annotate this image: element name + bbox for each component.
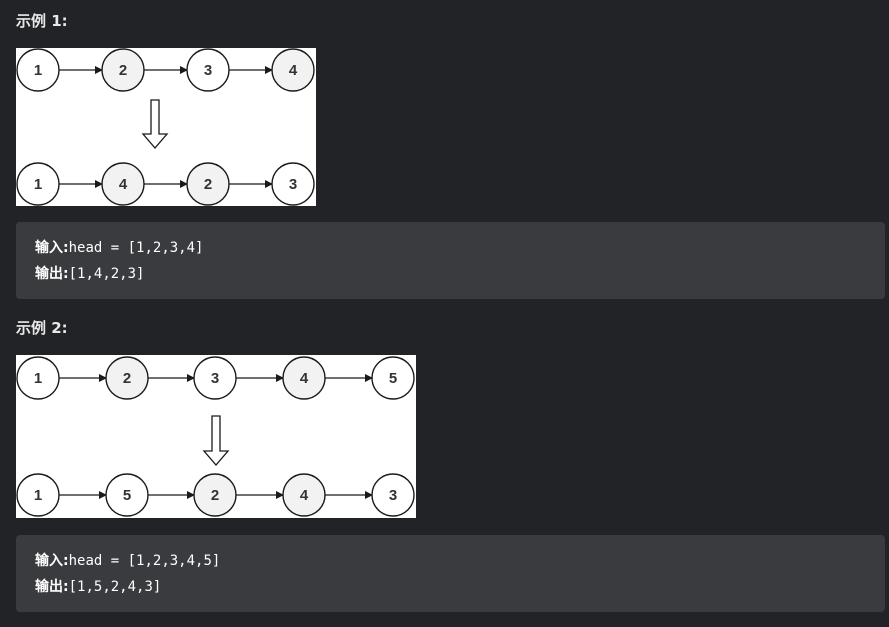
node-value: 2 xyxy=(119,62,127,79)
node-circle xyxy=(101,48,145,92)
node-circle xyxy=(101,162,145,206)
example-1-bottom-node-2: 4 xyxy=(101,162,145,206)
example-1-output-line: 输出:[1,4,2,3] xyxy=(35,261,885,287)
node-circle xyxy=(186,48,230,92)
example-2-bottom-node-1: 1 xyxy=(16,473,60,517)
example-2-diagram: 1 2 3 4 5 1 5 2 4 3 xyxy=(16,355,416,518)
node-circle xyxy=(282,473,326,517)
node-circle xyxy=(16,162,60,206)
example-1-bottom-node-3: 2 xyxy=(186,162,230,206)
example-2-output-line: 输出:[1,5,2,4,3] xyxy=(35,574,885,600)
example-2-top-node-5: 5 xyxy=(371,356,415,400)
example-1-svg: 1 2 3 4 1 4 2 3 xyxy=(16,48,315,206)
input-label: 输入: xyxy=(35,240,69,256)
node-circle xyxy=(271,48,315,92)
node-value: 5 xyxy=(389,370,397,387)
node-circle xyxy=(186,162,230,206)
node-circle xyxy=(193,473,237,517)
output-label: 输出: xyxy=(35,266,69,282)
node-circle xyxy=(16,473,60,517)
node-value: 1 xyxy=(34,487,42,504)
example-2-code-block: 输入:head = [1,2,3,4,5] 输出:[1,5,2,4,3] xyxy=(16,535,885,612)
example-2-top-node-4: 4 xyxy=(282,356,326,400)
example-2-top-node-3: 3 xyxy=(193,356,237,400)
example-2-top-node-1: 1 xyxy=(16,356,60,400)
example-2-input-line: 输入:head = [1,2,3,4,5] xyxy=(35,548,885,574)
example-1-bottom-node-4: 3 xyxy=(271,162,315,206)
example-2-title: 示例 2: xyxy=(16,319,68,337)
example-1-title: 示例 1: xyxy=(16,12,68,30)
node-circle xyxy=(193,356,237,400)
input-label: 输入: xyxy=(35,553,69,569)
node-value: 4 xyxy=(289,62,298,79)
example-1-diagram: 1 2 3 4 1 4 2 3 xyxy=(16,48,316,206)
node-value: 3 xyxy=(204,62,212,79)
node-circle xyxy=(16,48,60,92)
example-1-bottom-node-1: 1 xyxy=(16,162,60,206)
node-circle xyxy=(371,356,415,400)
example-2-bottom-node-5: 3 xyxy=(371,473,415,517)
node-value: 1 xyxy=(34,370,42,387)
example-2-bottom-node-3: 2 xyxy=(193,473,237,517)
node-value: 3 xyxy=(211,370,219,387)
node-value: 4 xyxy=(300,487,309,504)
node-value: 4 xyxy=(119,176,128,193)
node-circle xyxy=(105,473,149,517)
example-2-bottom-node-4: 4 xyxy=(282,473,326,517)
input-value: head = [1,2,3,4] xyxy=(68,240,204,256)
node-circle xyxy=(105,356,149,400)
output-label: 输出: xyxy=(35,579,69,595)
output-value: [1,4,2,3] xyxy=(68,266,145,282)
node-value: 2 xyxy=(204,176,212,193)
node-value: 2 xyxy=(123,370,131,387)
example-2-bottom-node-2: 5 xyxy=(105,473,149,517)
node-value: 3 xyxy=(389,487,397,504)
node-value: 5 xyxy=(123,487,131,504)
example-1-top-node-3: 3 xyxy=(186,48,230,92)
example-1-code-block: 输入:head = [1,2,3,4] 输出:[1,4,2,3] xyxy=(16,222,885,299)
example-2-svg: 1 2 3 4 5 1 5 2 4 3 xyxy=(16,356,415,517)
output-value: [1,5,2,4,3] xyxy=(68,579,162,595)
node-value: 2 xyxy=(211,487,219,504)
node-circle xyxy=(282,356,326,400)
node-circle xyxy=(371,473,415,517)
node-value: 1 xyxy=(34,62,42,79)
input-value: head = [1,2,3,4,5] xyxy=(68,553,221,569)
node-value: 3 xyxy=(289,176,297,193)
transform-arrow-icon xyxy=(141,99,169,149)
example-1-input-line: 输入:head = [1,2,3,4] xyxy=(35,235,885,261)
example-1-top-node-4: 4 xyxy=(271,48,315,92)
example-1-top-node-1: 1 xyxy=(16,48,60,92)
example-1-top-node-2: 2 xyxy=(101,48,145,92)
example-2-top-node-2: 2 xyxy=(105,356,149,400)
node-value: 4 xyxy=(300,370,309,387)
transform-arrow-icon xyxy=(202,415,230,466)
node-circle xyxy=(16,356,60,400)
node-value: 1 xyxy=(34,176,42,193)
node-circle xyxy=(271,162,315,206)
